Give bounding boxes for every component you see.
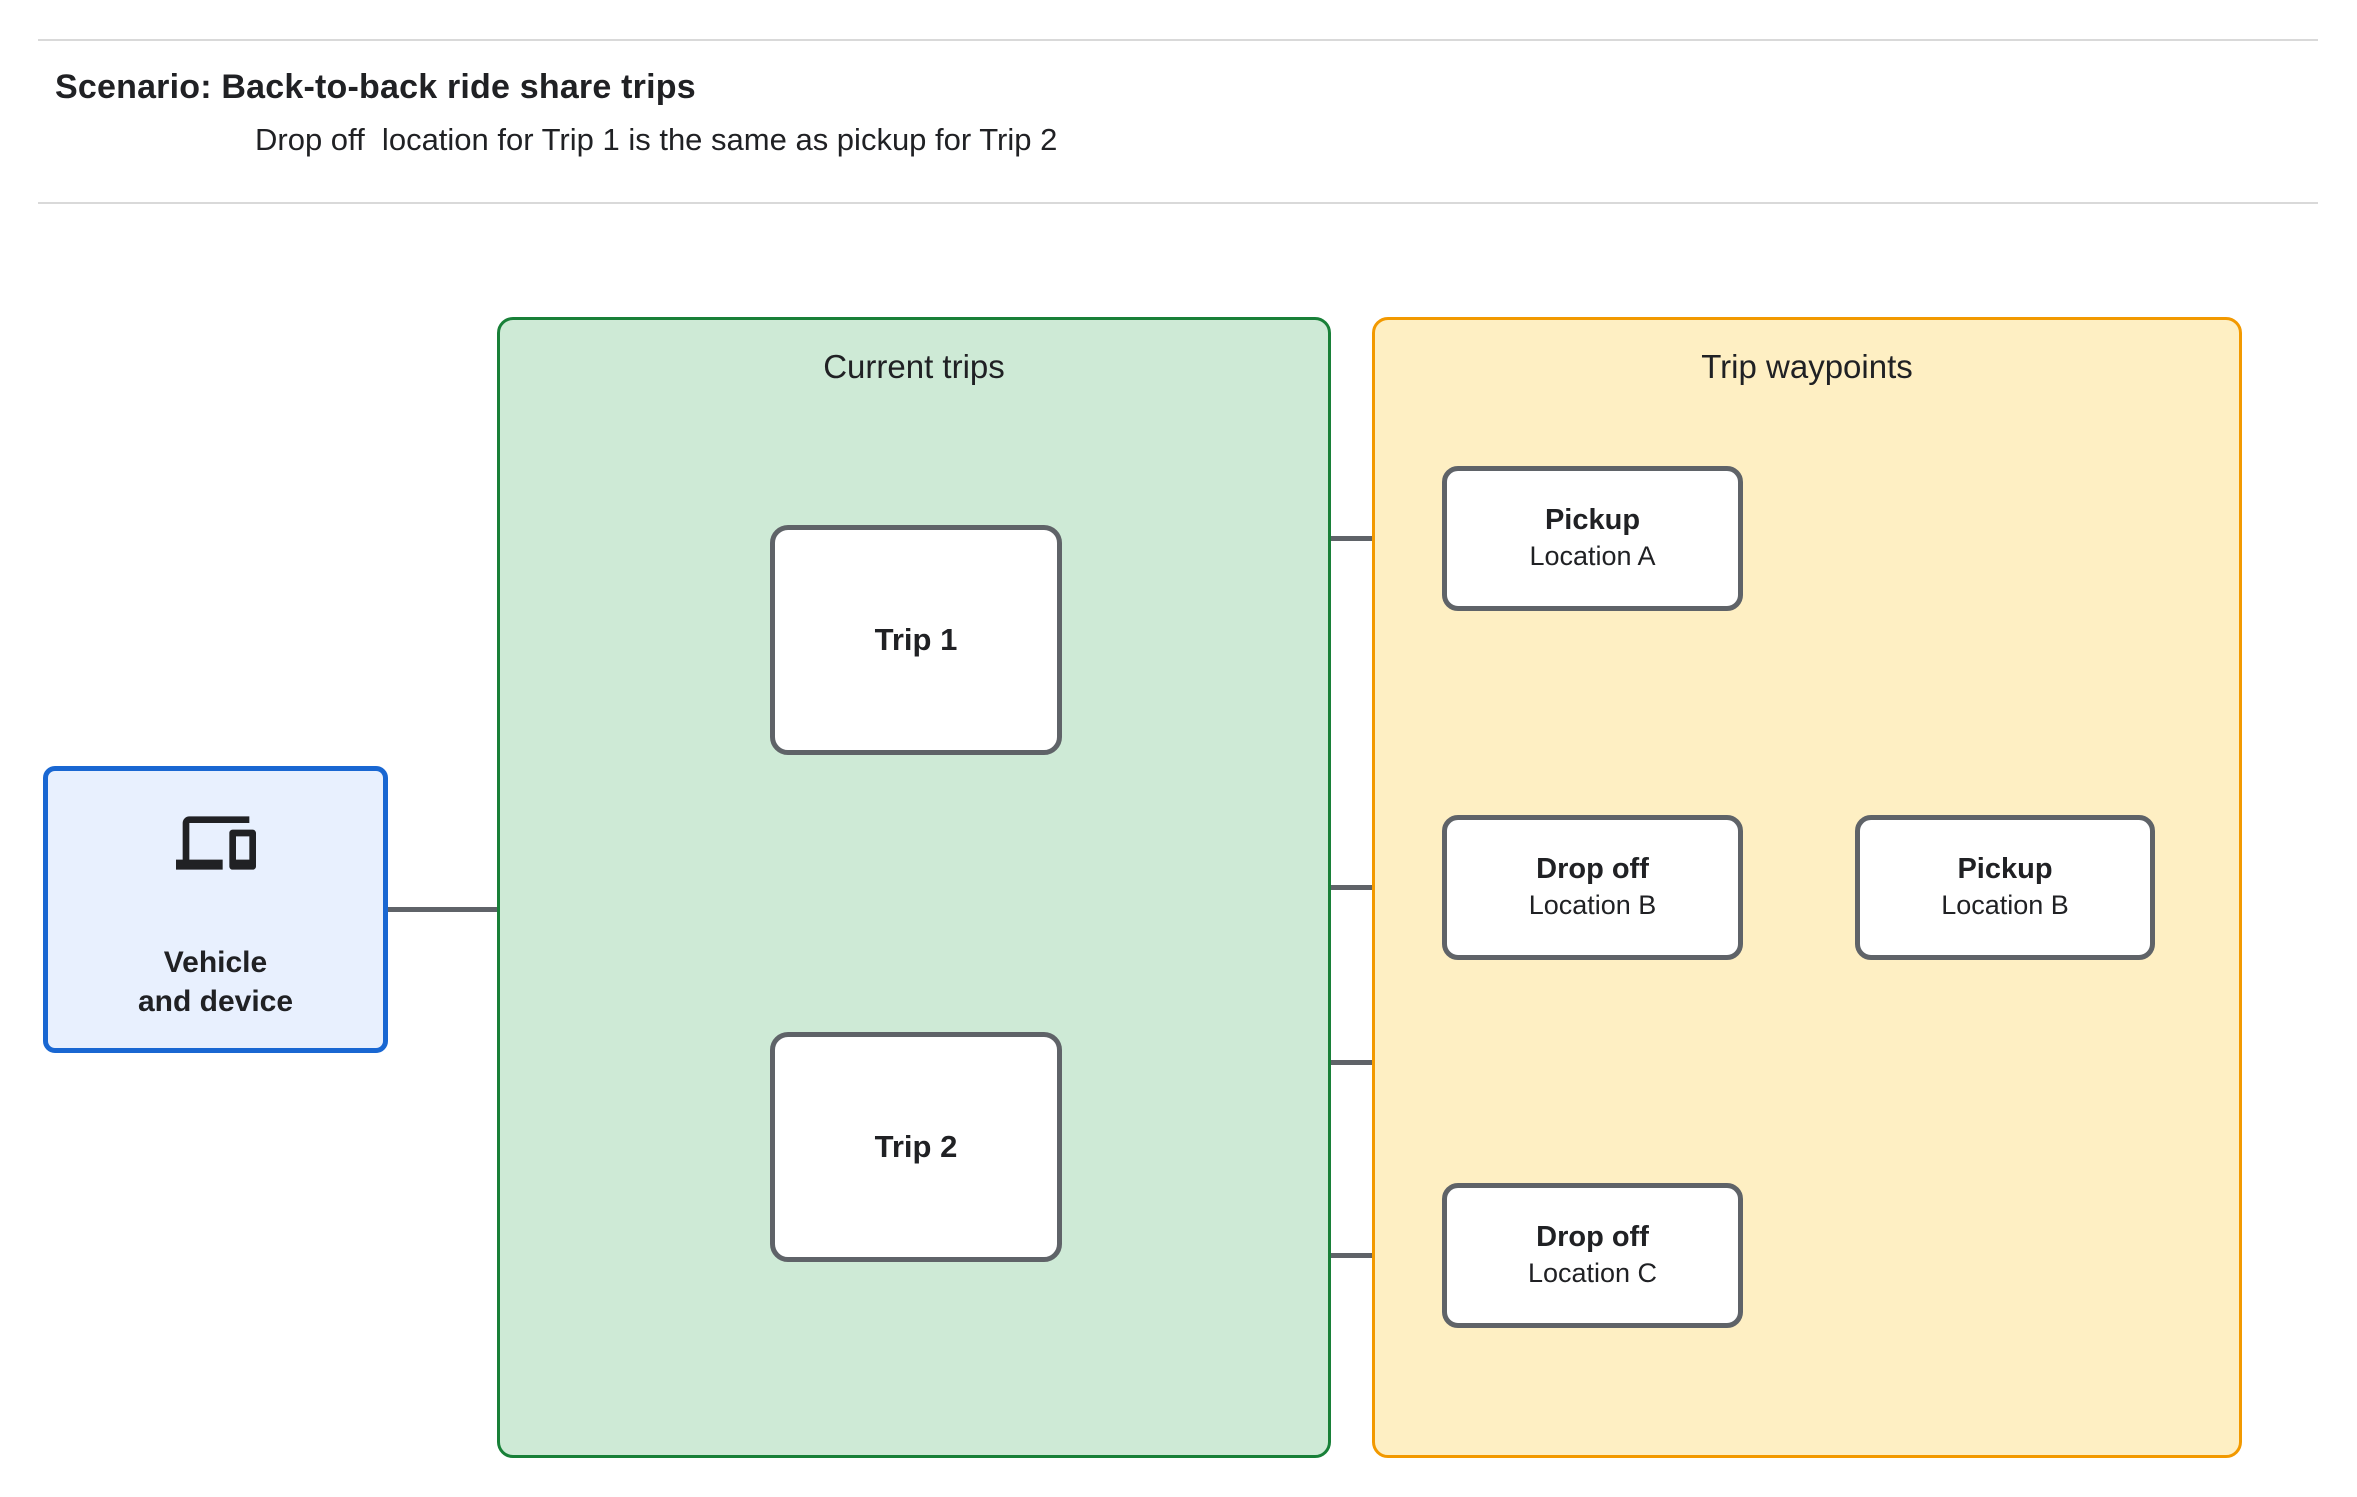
waypoint-subtitle: Location B — [1528, 890, 1657, 921]
vehicle-label-line2: and device — [137, 985, 294, 1018]
waypoint-title: Pickup — [1544, 504, 1641, 537]
container-title-current-trips: Current trips — [823, 348, 1005, 385]
trip-1-node: Trip 1 — [770, 525, 1062, 755]
trip-1-label: Trip 1 — [874, 622, 958, 657]
waypoint-title: Pickup — [1957, 853, 2053, 886]
page-title: Scenario: Back-to-back ride share trips — [55, 68, 696, 106]
waypoint-subtitle: Location B — [1941, 890, 2069, 921]
trip-2-label: Trip 2 — [874, 1129, 958, 1164]
waypoint-title: Drop off — [1536, 853, 1649, 886]
vehicle-label: Vehicle and device — [48, 943, 383, 1021]
container-current-trips: Current trips — [497, 317, 1331, 1458]
container-title-trip-waypoints: Trip waypoints — [1701, 348, 1913, 385]
waypoint-dropoff-location-b: Drop off Location B — [1442, 815, 1743, 960]
trip-2-node: Trip 2 — [770, 1032, 1062, 1262]
connector-to-pickup-a — [1253, 536, 1442, 541]
vehicle-label-line1: Vehicle — [163, 946, 268, 979]
waypoint-subtitle: Location C — [1527, 1258, 1658, 1289]
connector-vehicle-to-junction — [388, 907, 568, 912]
page-subtitle: Drop off location for Trip 1 is the same… — [255, 122, 1058, 157]
waypoint-title: Drop off — [1536, 1221, 1649, 1254]
devices-icon — [48, 803, 383, 883]
waypoint-pickup-location-a: Pickup Location A — [1442, 466, 1743, 611]
connector-to-dropoff-b — [1253, 885, 1442, 890]
connector-to-dropoff-c — [1253, 1253, 1442, 1258]
header-divider — [38, 202, 2318, 204]
top-divider — [38, 39, 2318, 41]
waypoint-subtitle: Location A — [1529, 541, 1656, 572]
waypoint-pickup-location-b: Pickup Location B — [1855, 815, 2155, 960]
vehicle-node: Vehicle and device — [43, 766, 388, 1053]
waypoint-dropoff-location-c: Drop off Location C — [1442, 1183, 1743, 1328]
